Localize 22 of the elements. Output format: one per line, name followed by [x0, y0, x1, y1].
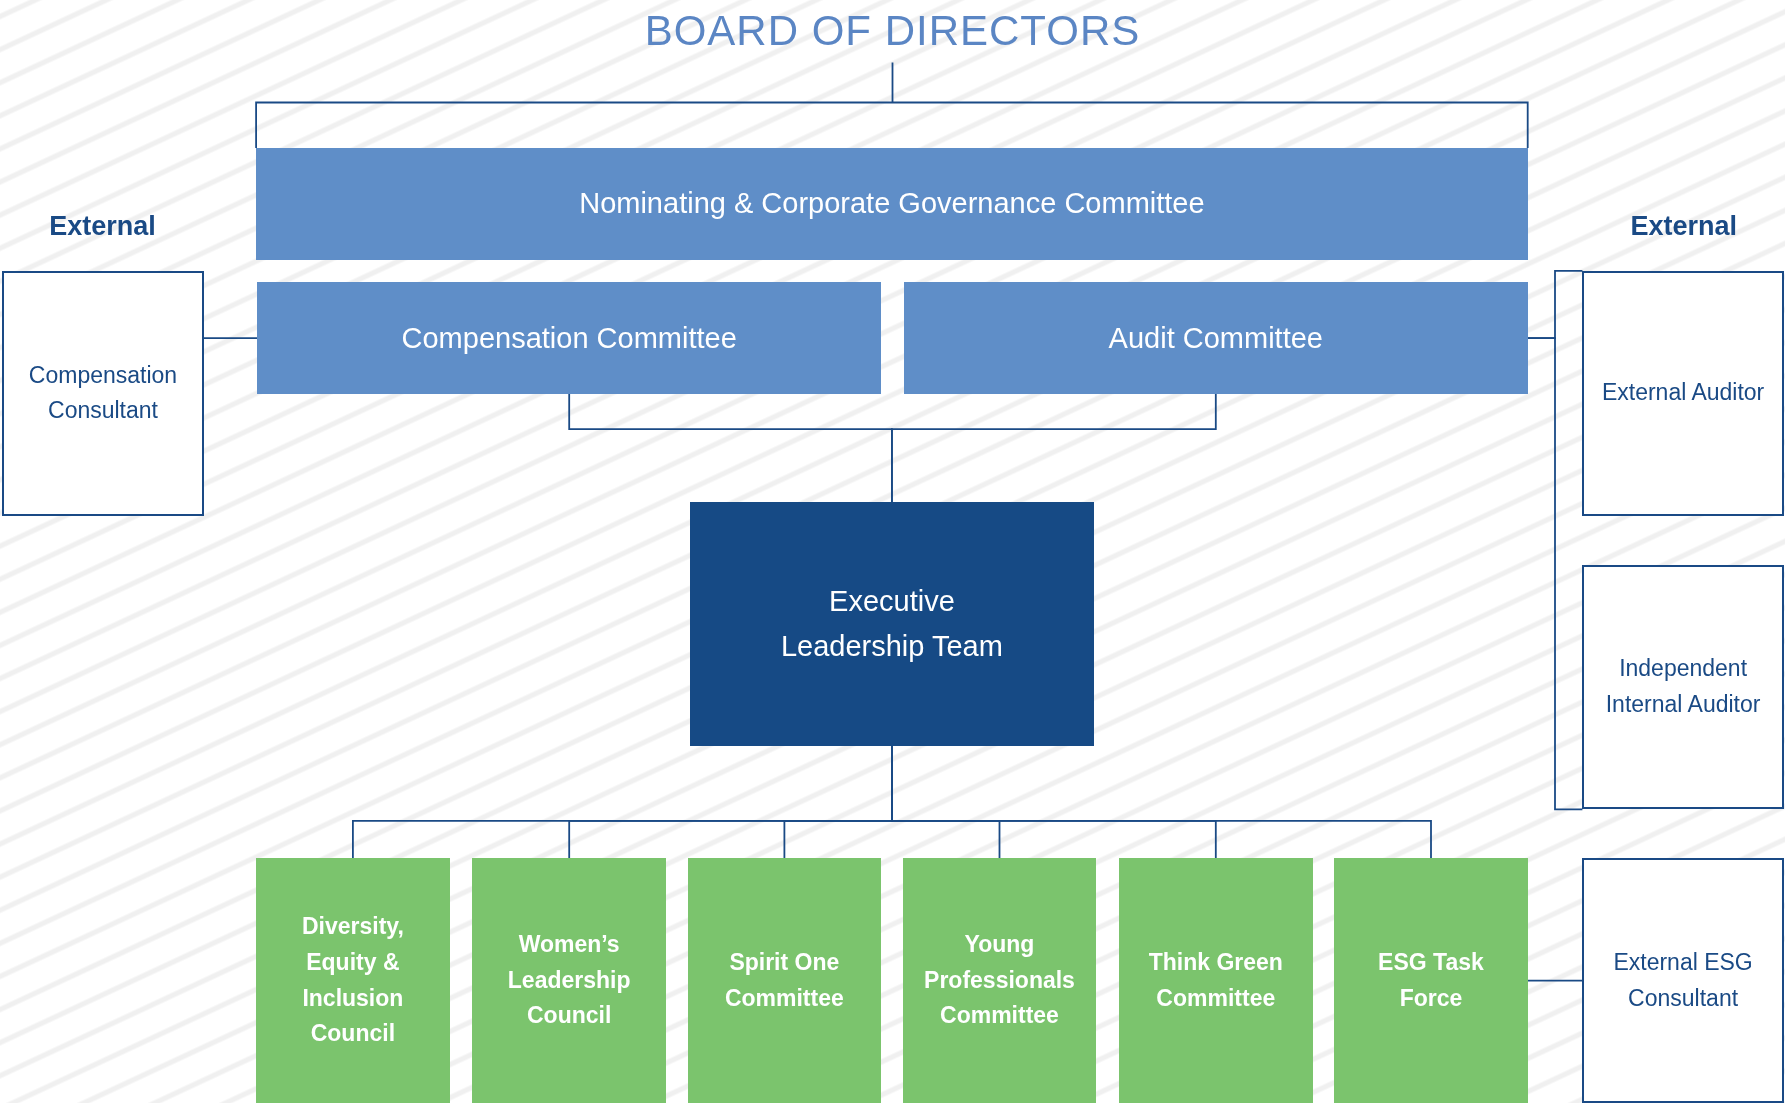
committee-box: Nominating & Corporate Governance Committee [256, 148, 1528, 260]
heading: BOARD OF DIRECTORS [644, 5, 1141, 56]
council-box: Young Professionals Committee [902, 858, 1097, 1103]
section-heading: External [1630, 210, 1737, 242]
executive-box: Executive Leadership Team [689, 502, 1094, 746]
council-box: Women’s Leadership Council [472, 858, 666, 1103]
connector-line [1526, 979, 1584, 982]
council-box: Spirit One Committee [687, 858, 882, 1103]
external-box: External ESG Consultant [1582, 858, 1784, 1103]
connector-line [891, 393, 1217, 503]
connector-line [1526, 337, 1584, 811]
section-heading: External [49, 210, 156, 242]
council-box: ESG Task Force [1334, 858, 1528, 1103]
connector-line [255, 61, 1529, 149]
committee-box: Audit Committee [903, 282, 1528, 394]
connector-line [202, 337, 259, 339]
external-box: Independent Internal Auditor [1582, 564, 1784, 810]
council-box: Diversity, Equity & Inclusion Council [256, 858, 450, 1103]
external-box: Compensation Consultant [2, 270, 204, 516]
council-box: Think Green Committee [1119, 858, 1313, 1103]
committee-box: Compensation Committee [257, 282, 882, 394]
external-box: External Auditor [1582, 270, 1784, 516]
